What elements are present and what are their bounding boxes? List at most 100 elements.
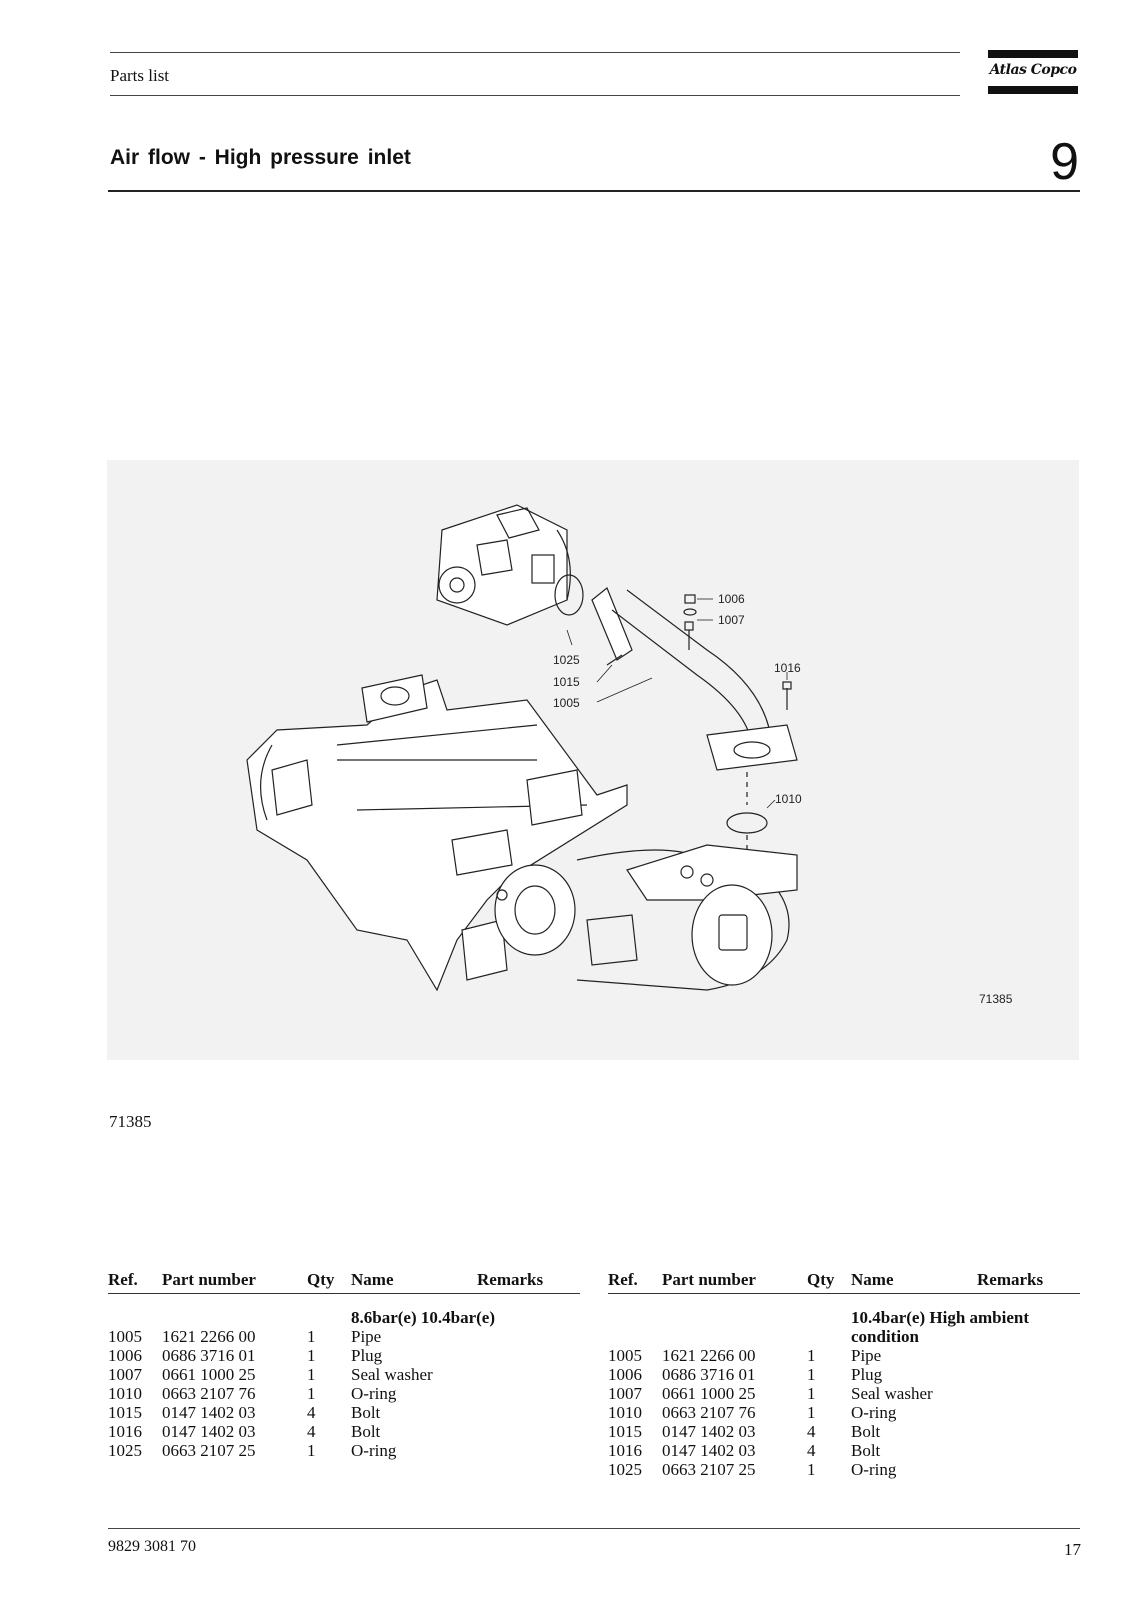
column-name: Name xyxy=(851,1270,977,1294)
parts-table-left: Ref. Part number Qty Name Remarks 8.6bar… xyxy=(108,1270,580,1460)
qty-cell: 1 xyxy=(307,1384,316,1403)
drawing-number: 71385 xyxy=(979,992,1013,1006)
qty-cell: 1 xyxy=(307,1327,316,1346)
remarks-cell xyxy=(477,1403,580,1422)
section-number: 9 xyxy=(1050,133,1079,191)
ref-cell: 1015 xyxy=(108,1403,142,1422)
oring-1010-drawing xyxy=(726,812,768,834)
remarks-cell xyxy=(477,1441,580,1460)
callout-1010: 1010 xyxy=(775,792,802,806)
remarks-cell xyxy=(477,1384,580,1403)
document-number: 9829 3081 70 xyxy=(108,1538,196,1555)
remarks-cell xyxy=(977,1441,1080,1460)
name-cell: Bolt xyxy=(351,1403,381,1422)
name-cell: Pipe xyxy=(351,1327,382,1346)
page-number: 17 xyxy=(1064,1540,1081,1559)
qty-cell: 1 xyxy=(807,1460,816,1479)
name-cell: O-ring xyxy=(851,1460,897,1479)
logo-wordmark: Atlas Copco xyxy=(989,62,1077,78)
name-cell: O-ring xyxy=(851,1403,897,1422)
compressor-drawing: 1006 1007 1025 1015 1005 1016 1010 71385 xyxy=(246,504,1013,1006)
part-number-cell: 0147 1402 03 xyxy=(162,1422,256,1441)
column-qty: Qty xyxy=(807,1270,851,1294)
title-rule xyxy=(108,190,1080,192)
part-number-cell: 0663 2107 25 xyxy=(662,1460,756,1479)
column-remarks: Remarks xyxy=(977,1270,1080,1294)
header-top-rule xyxy=(110,52,960,53)
name-cell: Seal washer xyxy=(851,1384,933,1403)
remarks-cell xyxy=(977,1346,1080,1365)
ref-cell: 1025 xyxy=(108,1441,142,1460)
qty-cell: 4 xyxy=(807,1422,816,1441)
part-number-cell: 0147 1402 03 xyxy=(662,1422,756,1441)
part-number-cell: 1621 2266 00 xyxy=(662,1346,756,1365)
table-row: 1025 0663 2107 25 1 O-ring xyxy=(608,1460,1080,1479)
qty-cell: 4 xyxy=(807,1441,816,1460)
remarks-cell xyxy=(477,1346,580,1365)
callout-1025: 1025 xyxy=(553,653,580,667)
part-number-cell: 0686 3716 01 xyxy=(162,1346,256,1365)
ref-cell: 1016 xyxy=(108,1422,142,1441)
ref-cell: 1010 xyxy=(108,1384,142,1403)
column-ref: Ref. xyxy=(608,1270,662,1294)
pipe-1005-drawing xyxy=(591,587,798,771)
table-row: 1006 0686 3716 01 1 Plug xyxy=(108,1346,580,1365)
qty-cell: 1 xyxy=(307,1346,316,1365)
qty-cell: 1 xyxy=(807,1403,816,1422)
qty-cell: 1 xyxy=(307,1365,316,1384)
name-cell: Bolt xyxy=(851,1422,881,1441)
upper-element-drawing xyxy=(436,504,571,626)
ref-cell: 1010 xyxy=(608,1403,642,1422)
ref-cell: 1025 xyxy=(608,1460,642,1479)
logo-bottom-bar xyxy=(988,86,1078,94)
qty-cell: 1 xyxy=(307,1441,316,1460)
remarks-cell xyxy=(477,1365,580,1384)
part-number-cell: 1621 2266 00 xyxy=(162,1327,256,1346)
part-number-cell: 0147 1402 03 xyxy=(662,1441,756,1460)
table-row: 1005 1621 2266 00 1 Pipe xyxy=(108,1327,580,1346)
oring-1025-drawing xyxy=(554,574,584,616)
remarks-cell xyxy=(477,1422,580,1441)
section-title: Air flow - High pressure inlet xyxy=(110,146,411,169)
part-number-cell: 0686 3716 01 xyxy=(662,1365,756,1384)
name-cell: Plug xyxy=(851,1365,883,1384)
washer-1007-drawing xyxy=(683,608,697,616)
callout-1005: 1005 xyxy=(553,696,580,710)
column-qty: Qty xyxy=(307,1270,351,1294)
footer-rule xyxy=(108,1528,1080,1529)
name-cell: Plug xyxy=(351,1346,383,1365)
remarks-cell xyxy=(977,1384,1080,1403)
ref-cell: 1007 xyxy=(108,1365,142,1384)
atlas-copco-logo: Atlas Copco xyxy=(988,50,1078,94)
header-bottom-rule xyxy=(110,95,960,96)
part-number-cell: 0147 1402 03 xyxy=(162,1403,256,1422)
ref-cell: 1006 xyxy=(608,1365,642,1384)
ref-cell: 1006 xyxy=(108,1346,142,1365)
plug-1006-drawing xyxy=(684,594,696,604)
column-name: Name xyxy=(351,1270,477,1294)
part-number-cell: 0663 2107 25 xyxy=(162,1441,256,1460)
name-cell: Seal washer xyxy=(351,1365,433,1384)
compressor-body-drawing xyxy=(246,674,798,992)
ref-cell: 1005 xyxy=(108,1327,142,1346)
variant-note: 10.4bar(e) High ambient condition xyxy=(851,1308,1030,1346)
bolt-1015-drawing xyxy=(606,654,623,666)
name-cell: O-ring xyxy=(351,1441,397,1460)
column-part-number: Part number xyxy=(162,1270,307,1294)
column-part-number: Part number xyxy=(662,1270,807,1294)
column-ref: Ref. xyxy=(108,1270,162,1294)
callout-1007: 1007 xyxy=(718,613,745,627)
ref-cell: 1005 xyxy=(608,1346,642,1365)
part-number-cell: 0663 2107 76 xyxy=(662,1403,756,1422)
remarks-cell xyxy=(977,1403,1080,1422)
qty-cell: 4 xyxy=(307,1422,316,1441)
name-cell: O-ring xyxy=(351,1384,397,1403)
